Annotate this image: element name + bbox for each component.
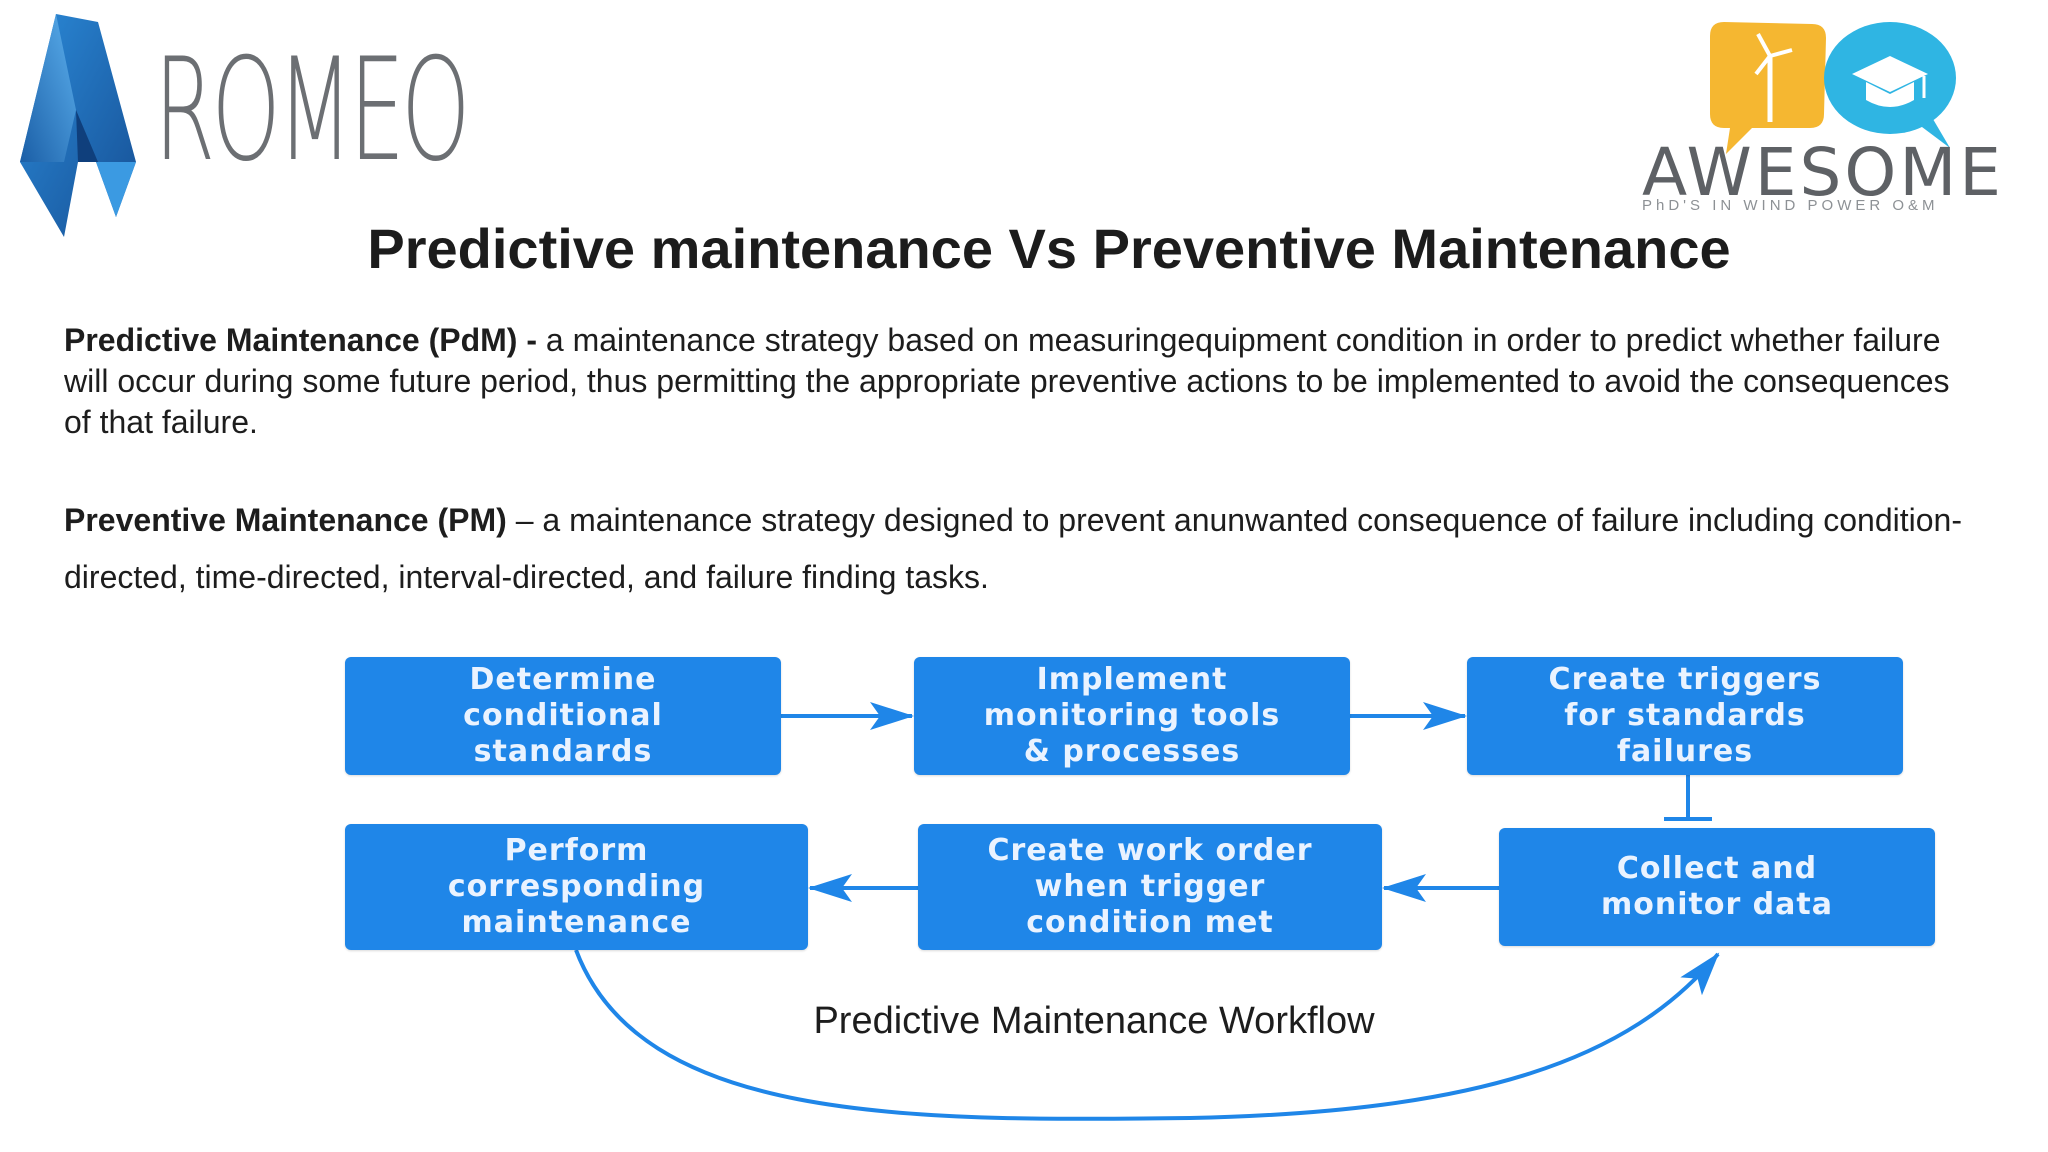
definition-term: Preventive Maintenance (PM) (64, 502, 507, 538)
awesome-logo-wordmark: AWESOME (1642, 134, 2004, 211)
workflow-caption: Predictive Maintenance Workflow (813, 1000, 1375, 1042)
definition-text: – a maintenance strategy designed to pre… (64, 502, 1962, 595)
workflow-node-determine-standards: Determine conditional standards (345, 657, 781, 775)
wind-turbine-graduation-cap-icon (1710, 22, 1956, 154)
awesome-logo-subtitle: PhD'S IN WIND POWER O&M (1642, 197, 1939, 214)
workflow-node-perform-maintenance: Perform corresponding maintenance (345, 824, 808, 950)
page-title: Predictive maintenance Vs Preventive Mai… (367, 217, 1731, 280)
workflow-node-implement-monitoring: Implement monitoring tools & processes (914, 657, 1350, 775)
definition-preventive: Preventive Maintenance (PM) – a maintena… (64, 492, 1984, 606)
definition-predictive: Predictive Maintenance (PdM) - a mainten… (64, 320, 1984, 443)
romeo-logo-text: ROMEO (154, 28, 470, 193)
loop-arrow-4-to-6 (574, 949, 1720, 1121)
awesome-logo-text: AWESOME (1642, 140, 2004, 206)
definition-text: a maintenance strategy based on measurin… (64, 322, 1950, 440)
workflow-node-collect-data: Collect and monitor data (1499, 828, 1935, 946)
workflow-node-create-triggers: Create triggers for standards failures (1467, 657, 1903, 775)
workflow-node-create-work-order: Create work order when trigger condition… (918, 824, 1382, 950)
romeo-logo-icon (20, 14, 136, 237)
definition-term: Predictive Maintenance (PdM) - (64, 322, 537, 358)
